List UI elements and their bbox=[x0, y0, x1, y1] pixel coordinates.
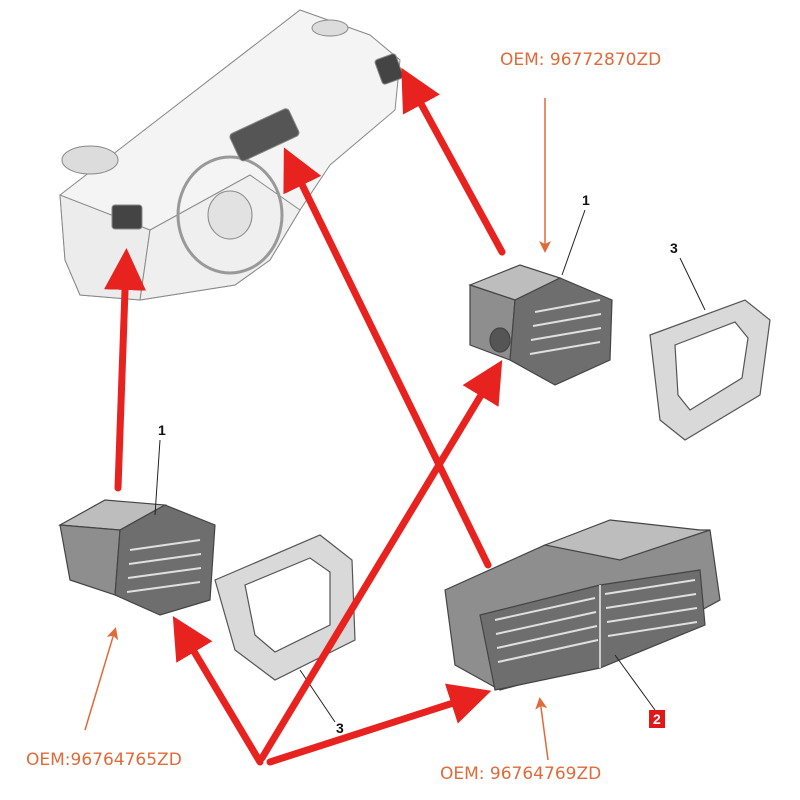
oem-leader-arrows bbox=[84, 98, 551, 761]
part-number-bezel-right: 3 bbox=[670, 240, 678, 256]
assembly-arrows bbox=[104, 67, 506, 766]
oem-label-bottom: OEM: 96764769ZD bbox=[440, 764, 602, 784]
part-number-bezel-left: 3 bbox=[336, 720, 344, 736]
vent-left bbox=[57, 499, 216, 616]
part-number-center-vent: 2 bbox=[649, 710, 665, 728]
vent-right bbox=[468, 264, 613, 386]
oem-label-left: OEM:96764765ZD bbox=[26, 750, 182, 770]
center-vent bbox=[444, 519, 721, 691]
bezel-left bbox=[214, 534, 356, 681]
part-number-vent-right: 1 bbox=[582, 192, 590, 208]
part-leader-lines bbox=[154, 209, 706, 723]
part-number-vent-left: 1 bbox=[158, 422, 166, 438]
dashboard-illustration bbox=[59, 9, 404, 301]
bezel-right bbox=[649, 299, 771, 441]
oem-label-top: OEM: 96772870ZD bbox=[500, 50, 662, 70]
